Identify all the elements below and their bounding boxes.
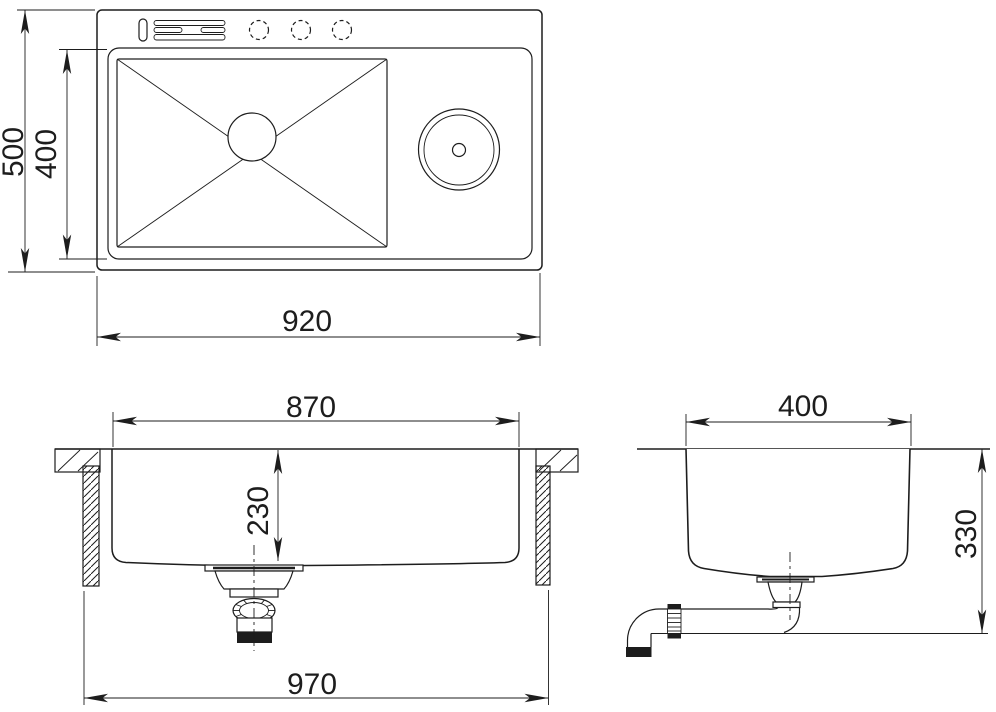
pipe-elbow-left <box>626 608 660 647</box>
dimension-920: 920 <box>96 273 541 346</box>
hatch-line <box>77 451 99 472</box>
tailpiece-outlet <box>237 632 272 643</box>
dimension-400-side: 400 <box>685 390 912 446</box>
counter-block <box>535 448 579 473</box>
dimension-870: 870 <box>112 391 520 447</box>
main-drain <box>227 112 277 162</box>
deck-accessory-rack <box>138 18 226 42</box>
right-counter-section <box>535 448 579 586</box>
deck-holes <box>248 19 353 41</box>
round-bowl-drain <box>451 142 467 158</box>
bowl-section-outline <box>685 448 911 578</box>
top-view <box>96 9 543 271</box>
drain-basket <box>767 581 803 603</box>
dim-label-330: 330 <box>950 509 983 559</box>
hatch-line <box>559 454 578 472</box>
drain-assembly-side <box>756 576 815 609</box>
main-bowl <box>116 58 388 248</box>
drain-assembly-front <box>204 545 304 651</box>
bowl-section-outline <box>111 449 520 567</box>
dim-label-500: 500 <box>0 127 30 177</box>
left-counter-section <box>54 448 101 587</box>
dim-label-400-side: 400 <box>778 390 828 423</box>
rack-bar <box>200 27 226 33</box>
drain-collar <box>772 601 801 609</box>
dimension-970: 970 <box>83 590 549 705</box>
dimension-400-top: 400 <box>30 49 107 260</box>
sink-outer-body <box>96 9 543 271</box>
tap-hole <box>331 19 353 41</box>
dim-label-870: 870 <box>286 391 336 424</box>
front-view <box>54 448 579 651</box>
dim-label-400: 400 <box>30 129 63 179</box>
cabinet-panel <box>535 465 551 586</box>
hatch-line <box>57 449 81 472</box>
tap-hole <box>248 19 270 41</box>
dim-label-920: 920 <box>282 305 332 338</box>
dim-label-230: 230 <box>242 486 275 536</box>
dimension-230: 230 <box>242 450 283 561</box>
counter-block <box>54 448 101 473</box>
side-view <box>626 448 990 657</box>
dim-label-970: 970 <box>287 668 337 701</box>
bowl-rim <box>107 47 533 260</box>
dimension-330: 330 <box>651 449 988 634</box>
rack-bar <box>153 27 183 33</box>
pipe-elbow-right <box>783 607 801 634</box>
tap-hole <box>290 19 312 41</box>
dimension-500: 500 <box>0 9 95 273</box>
cabinet-panel <box>82 465 100 587</box>
faucet-slot <box>138 18 148 42</box>
bowl-bottom <box>116 58 388 248</box>
round-bowl <box>417 108 501 191</box>
rack-bar <box>153 20 226 26</box>
tailpiece <box>236 617 273 633</box>
pipe-outlet <box>626 647 652 657</box>
rack-bar <box>153 34 226 41</box>
waste-pipe <box>626 552 801 657</box>
pipe-top-edge <box>659 607 779 610</box>
